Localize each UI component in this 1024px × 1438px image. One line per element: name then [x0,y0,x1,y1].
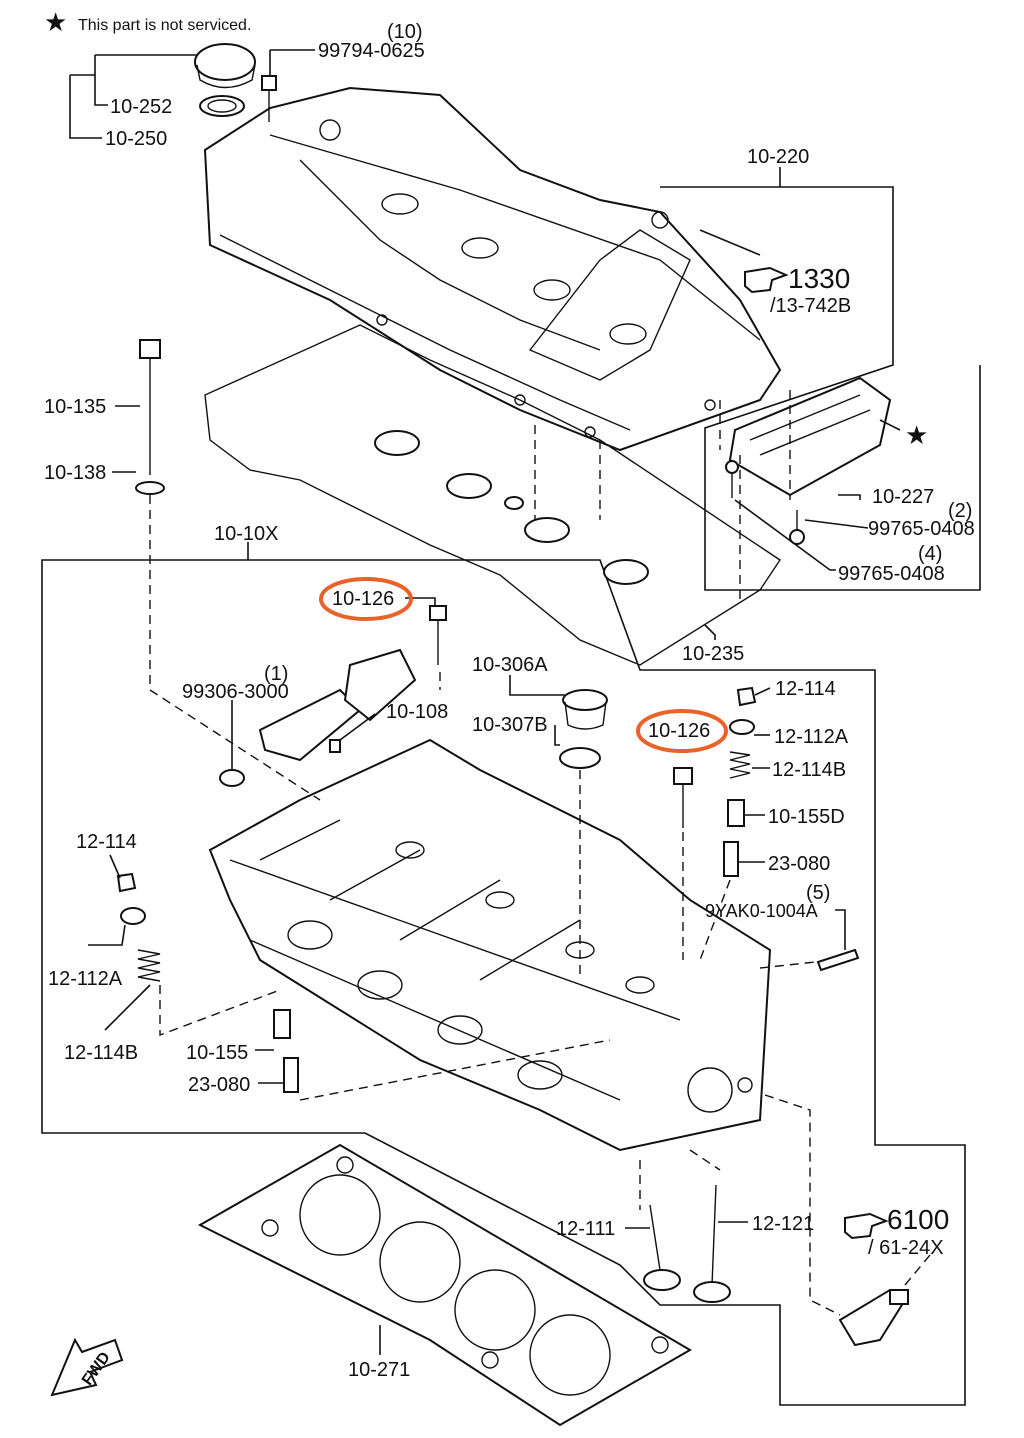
oil-filler-cap [194,43,256,89]
label-9yak0-1004a: 9YAK0-1004A [705,901,818,921]
intake-valve [643,1204,681,1291]
label-qty-1: (1) [264,663,288,685]
head-cover-gasket [204,324,781,666]
label-12-112a-right: 12-112A [774,726,849,748]
label-qty-4: (4) [918,543,942,565]
camshaft-cap-front-2 [343,648,417,722]
plug-hole-seals [374,430,649,585]
stud-9yak0 [816,948,860,972]
valve-spring-left [137,949,161,982]
label-10-227: 10-227 [872,486,934,508]
cover-bolt-10 [261,75,277,122]
pointing-hand-icon-2 [844,1212,889,1240]
exhaust-valve [693,1184,731,1303]
label-10-126-lower: 10-126 [648,720,710,742]
label-12-121: 12-121 [752,1213,814,1235]
plug-99306 [219,769,245,787]
label-10-235: 10-235 [682,643,744,665]
star-mark-icon: ★ [905,420,928,450]
label-10-271: 10-271 [348,1359,410,1381]
camshaft-cap-front [258,688,362,762]
star-icon: ★ [44,7,67,37]
label-10-135: 10-135 [44,396,106,418]
label-10-108: 10-108 [386,701,448,723]
pointing-hand-icon [744,266,789,294]
label-ref-61-24x: / 61-24X [868,1237,944,1259]
label-12-112a-left: 12-112A [48,968,123,990]
label-99765-0408-a: 99765-0408 [868,518,975,540]
cylinder-head-gasket [197,1143,692,1427]
bolt-10-126-left [429,605,447,665]
label-23-080-left: 23-080 [188,1074,250,1096]
leader-lines [69,49,901,1355]
valve-guide-right [723,841,739,877]
valve-guide-left [283,1057,299,1093]
label-12-114b-left: 12-114B [64,1042,138,1064]
label-99765-0408-b: 99765-0408 [838,563,945,585]
label-qty-10: (10) [387,21,423,43]
label-10-10x: 10-10X [214,523,279,545]
label-ref-6100: 6100 [887,1204,949,1235]
label-ref-1330: 1330 [788,263,850,294]
assembly-lines [149,390,931,1316]
label-10-250: 10-250 [105,128,167,150]
label-qty-5: (5) [806,882,830,904]
label-99306-3000: 99306-3000 [182,681,289,703]
valve-seal-right [727,799,745,827]
cylinder-head-body [208,738,772,1152]
cylinder-head-cover [203,86,782,452]
label-12-114-right: 12-114 [775,678,836,700]
label-12-111: 12-111 [556,1218,615,1240]
dowel-10-108 [329,739,341,753]
valve-spring-right [729,751,751,779]
highlight-circle-10-126-lower [636,709,728,753]
label-99794-0625: 99794-0625 [318,40,425,62]
shield-bolt-a [725,460,739,498]
label-23-080-right: 23-080 [768,853,830,875]
label-12-114-left: 12-114 [76,831,137,853]
temperature-sensor [838,1288,909,1347]
shield-bolt-b [789,510,805,545]
cylinder-head-group-box [41,559,966,1406]
highlight-circle-10-126-upper [319,577,413,621]
forward-arrow [50,1337,124,1397]
oil-filler-seal [199,95,245,117]
spring-seat-right [729,719,755,735]
cover-group-box [660,186,981,591]
heat-shield-plate [728,376,892,497]
label-ref-13-742b: /13-742B [770,295,851,317]
label-10-138: 10-138 [44,462,106,484]
label-10-220: 10-220 [747,146,809,168]
not-serviced-note: This part is not serviced. [78,17,251,34]
label-10-252: 10-252 [110,96,172,118]
valve-keeper-right [736,686,757,707]
cylinder-head-bolt [139,339,161,475]
label-12-114b-right: 12-114B [772,759,846,781]
label-10-126-upper: 10-126 [332,588,394,610]
label-10-155d: 10-155D [768,806,845,828]
label-qty-2: (2) [948,500,972,522]
label-10-307b: 10-307B [472,714,548,736]
valve-keeper-left [116,872,137,893]
plug-10-306a [562,689,608,730]
valve-seal-left [273,1009,291,1039]
label-10-155: 10-155 [186,1042,248,1064]
head-bolt-washer [135,481,165,495]
spring-seat-left [120,907,146,925]
bolt-10-126-right [673,767,693,828]
o-ring-10-307b [559,747,601,769]
label-10-306a: 10-306A [472,654,548,676]
